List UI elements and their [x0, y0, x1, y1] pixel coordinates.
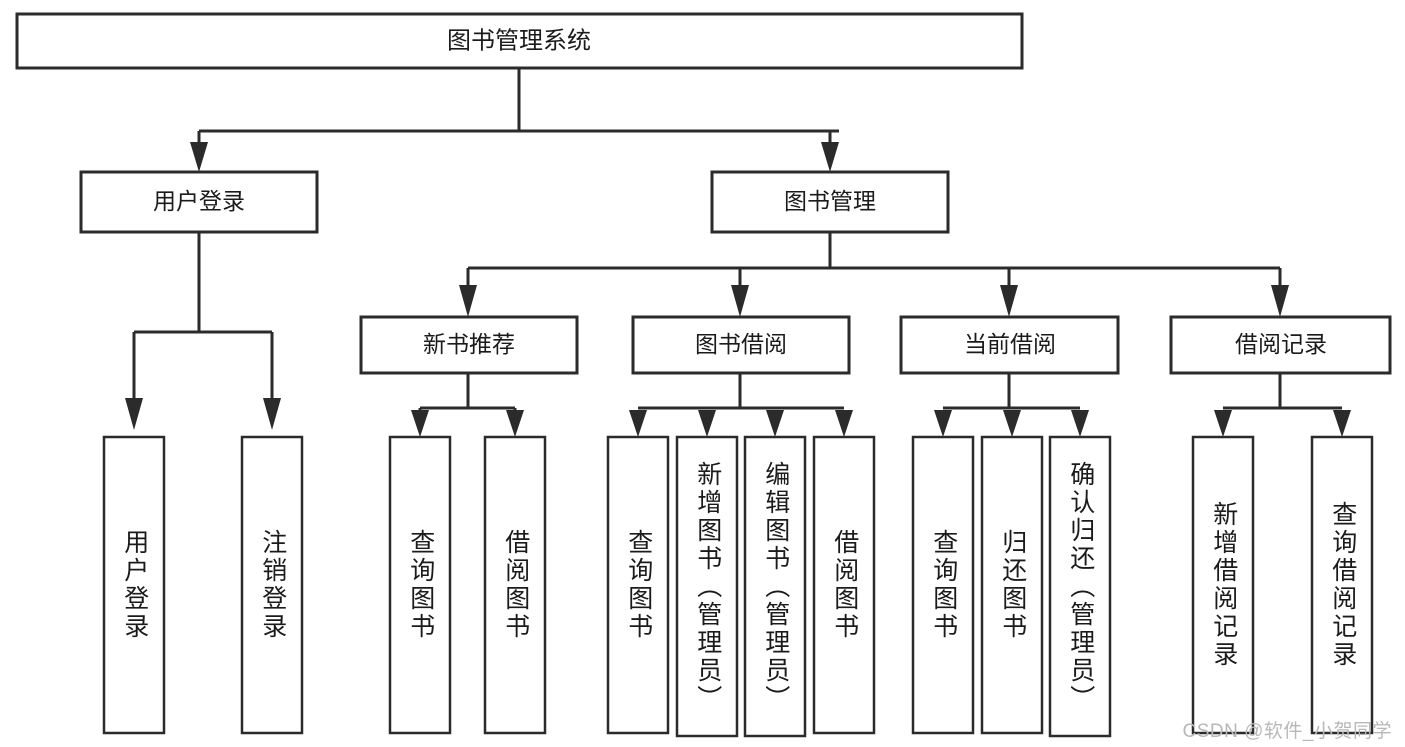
node-current-borrow-box[interactable]	[899, 315, 1120, 375]
leaf-box-query-book-2[interactable]	[606, 435, 670, 735]
node-borrow-record-label: 借阅记录	[1235, 331, 1327, 357]
node-new-book-recommend-label: 新书推荐	[423, 331, 515, 357]
arrow-nbr-leaf-1	[411, 410, 429, 437]
arrow-bb-leaf-3	[766, 410, 784, 437]
leaf-box-logout[interactable]	[240, 435, 304, 735]
node-root[interactable]: 图书管理系统	[15, 12, 1024, 70]
node-new-book-recommend-box[interactable]	[359, 315, 579, 375]
arrow-to-book-borrow	[731, 285, 749, 317]
leaf-node-group	[102, 435, 1374, 738]
node-borrow-record-box[interactable]	[1169, 315, 1392, 375]
node-user-login[interactable]: 用户登录	[79, 170, 319, 234]
node-book-manage[interactable]: 图书管理	[710, 170, 950, 234]
arrow-cb-leaf-3	[1071, 410, 1089, 437]
connector-group-borrow-record-to-leaves	[1214, 373, 1351, 437]
node-book-borrow-label: 图书借阅	[695, 331, 787, 357]
connector-group-new-book-rec-to-leaves	[411, 373, 524, 437]
arrow-root-to-book-manage	[821, 142, 839, 172]
leaf-box-query-book-3[interactable]	[911, 435, 975, 735]
node-root-box[interactable]	[15, 12, 1024, 70]
leaf-box-query-book-1[interactable]	[388, 435, 452, 735]
connector-group-user-login-to-leaves	[125, 232, 281, 430]
leaf-box-user-login[interactable]	[102, 435, 166, 735]
arrow-bb-leaf-2	[698, 410, 716, 437]
leaf-box-query-borrow-record[interactable]	[1310, 435, 1374, 735]
arrow-root-to-user-login	[190, 142, 208, 172]
arrow-br-leaf-2	[1333, 410, 1351, 437]
node-book-manage-box[interactable]	[710, 170, 950, 234]
node-book-manage-label: 图书管理	[784, 188, 876, 214]
node-root-label: 图书管理系统	[447, 27, 591, 54]
node-user-login-label: 用户登录	[153, 188, 245, 214]
connector-group-book-manage-to-level3	[459, 232, 1289, 317]
arrow-to-leaf-user-login	[125, 398, 143, 430]
leaf-box-borrow-book-2[interactable]	[812, 435, 876, 735]
arrow-to-leaf-logout	[263, 398, 281, 430]
arrow-cb-leaf-2	[1003, 410, 1021, 437]
node-new-book-recommend[interactable]: 新书推荐	[359, 315, 579, 375]
node-current-borrow-label: 当前借阅	[964, 331, 1056, 357]
leaf-box-borrow-book-1[interactable]	[483, 435, 547, 735]
arrow-to-new-book-rec	[459, 285, 477, 317]
node-borrow-record[interactable]: 借阅记录	[1169, 315, 1392, 375]
arrow-br-leaf-1	[1214, 410, 1232, 437]
csdn-watermark: CSDN @软件_小贺同学	[1182, 721, 1392, 742]
arrow-nbr-leaf-2	[506, 410, 524, 437]
node-current-borrow[interactable]: 当前借阅	[899, 315, 1120, 375]
leaf-box-edit-book-admin[interactable]	[743, 435, 807, 738]
leaf-box-return-book[interactable]	[980, 435, 1044, 735]
connector-group-book-borrow-to-leaves	[629, 373, 853, 437]
leaf-box-confirm-return-admin[interactable]	[1048, 435, 1112, 738]
arrow-to-borrow-record	[1271, 285, 1289, 317]
node-book-borrow-box[interactable]	[631, 315, 851, 375]
leaf-box-add-book-admin[interactable]	[675, 435, 739, 738]
arrow-bb-leaf-4	[835, 410, 853, 437]
arrow-bb-leaf-1	[629, 410, 647, 437]
connector-group-root-to-level2	[190, 68, 839, 172]
arrow-cb-leaf-1	[934, 410, 952, 437]
arrow-to-current-borrow	[1000, 285, 1018, 317]
node-book-borrow[interactable]: 图书借阅	[631, 315, 851, 375]
node-user-login-box[interactable]	[79, 170, 319, 234]
connector-group-current-borrow-to-leaves	[934, 373, 1089, 437]
leaf-box-add-borrow-record[interactable]	[1191, 435, 1255, 735]
